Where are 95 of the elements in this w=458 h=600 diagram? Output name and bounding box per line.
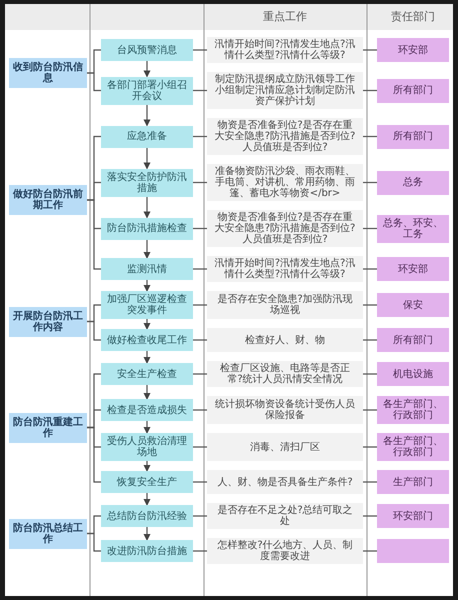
process-box: 落实安全防护防汛措施 xyxy=(101,168,193,196)
connector-line xyxy=(193,90,207,92)
phase-box: 开展防台防汛工作内容 xyxy=(9,306,87,336)
connector-line xyxy=(363,446,377,448)
connector-line xyxy=(363,228,377,230)
connector-line xyxy=(363,339,377,341)
connector-line xyxy=(193,304,207,306)
process-box: 监测汛情 xyxy=(101,258,193,280)
column-header: 责任部门 xyxy=(391,8,435,24)
arrow xyxy=(144,280,150,292)
note-box: 是否存在不足之处?总结可取之处 xyxy=(207,503,363,529)
process-box: 恢复安全生产 xyxy=(101,471,193,493)
note-box: 准备物资防汛沙袋、雨衣雨鞋、手电筒、对讲机、常用药物、雨篷、蓄电水等物资</br> xyxy=(207,164,363,201)
phase-box: 防台防汛总结工作 xyxy=(9,518,87,548)
connector-line xyxy=(363,550,377,552)
department-box: 环安部 xyxy=(377,38,449,62)
department-box: 所有部门 xyxy=(377,124,449,148)
note-box: 汛情开始时间?汛情发生地点?汛情什么类型?汛情什么等级? xyxy=(207,37,363,63)
phase-box: 防台防汛重建工作 xyxy=(9,412,87,442)
arrow xyxy=(144,461,150,472)
note-box: 怎样整改?什么地方、人员、制度需要改进 xyxy=(207,538,363,564)
department-box: 总务、环安、工务 xyxy=(377,214,449,242)
arrow xyxy=(144,104,150,126)
phase-box: 收到防台防汛信息 xyxy=(9,58,87,88)
connector-line xyxy=(193,268,207,270)
note-box: 统计损坏物资设备统计受伤人员保险报备 xyxy=(207,396,363,424)
process-box: 应急准备 xyxy=(101,126,193,148)
note-box: 物资是否准备到位?是否存在重大安全隐患?防汛措施是否到位?人员值班是否到位? xyxy=(207,118,363,155)
connector-line xyxy=(363,90,377,92)
connector-line xyxy=(363,182,377,184)
note-box: 检查好人、财、物 xyxy=(207,328,363,352)
process-box: 台风预警消息 xyxy=(101,39,193,61)
connector-line xyxy=(193,515,207,517)
department-box: 环安部 xyxy=(377,257,449,281)
connector-line xyxy=(363,409,377,411)
department-box: 各生产部门、行政部门 xyxy=(377,433,449,461)
connector-line xyxy=(363,515,377,517)
process-box: 总结防台防汛经验 xyxy=(101,505,193,527)
note-box: 检查厂区设施、电路等是否正常?统计人员汛情安全情况 xyxy=(207,361,363,387)
department-box: 所有部门 xyxy=(377,328,449,352)
arrow xyxy=(144,493,150,506)
process-box: 安全生产检查 xyxy=(101,363,193,385)
process-box: 做好检查收尾工作 xyxy=(101,329,193,351)
connector-line xyxy=(363,304,377,306)
connector-line xyxy=(193,49,207,51)
note-box: 物资是否准备到位?是否存在重大安全隐患?防汛措施是否到位?人员值班是否到位? xyxy=(207,210,363,247)
column-header: 重点工作 xyxy=(263,8,307,24)
department-box: 所有部门 xyxy=(377,78,449,102)
connector-line xyxy=(193,373,207,375)
note-box: 汛情开始时间?汛情发生地点?汛情什么类型?汛情什么等级? xyxy=(207,256,363,282)
connector-line xyxy=(193,550,207,552)
connector-line xyxy=(193,409,207,411)
department-box: 机电设施 xyxy=(377,362,449,386)
department-box: 总务 xyxy=(377,170,449,194)
note-box: 制定防汛提纲成立防汛领导工作小组制定汛情应急计划制定防汛资产保护计划 xyxy=(207,72,363,109)
process-box: 受伤人员救治清理场地 xyxy=(101,433,193,461)
process-box: 防台防汛措施检查 xyxy=(101,218,193,240)
department-box: 各生产部门、行政部门 xyxy=(377,396,449,424)
arrow xyxy=(144,240,150,259)
connector-line xyxy=(193,446,207,448)
connector-line xyxy=(87,532,101,552)
note-box: 人、财、物是否具备生产条件? xyxy=(207,470,363,494)
process-box: 各部门部署小组召开会议 xyxy=(101,76,193,104)
process-box: 加强厂区巡逻检查突发事件 xyxy=(101,291,193,319)
process-box: 检查是否造成损失 xyxy=(101,399,193,421)
arrow xyxy=(144,319,150,330)
connector-line xyxy=(87,426,101,483)
arrow xyxy=(144,527,150,541)
phase-box: 做好防台防汛前期工作 xyxy=(9,185,87,215)
connector-line xyxy=(363,373,377,375)
connector-line xyxy=(193,136,207,138)
connector-line xyxy=(363,268,377,270)
connector-line xyxy=(363,136,377,138)
connector-line xyxy=(363,49,377,51)
department-box: 环安部门 xyxy=(377,504,449,528)
connector-line xyxy=(193,339,207,341)
note-box: 消毒、清扫厂区 xyxy=(207,433,363,461)
connector-line xyxy=(363,481,377,483)
connector-line xyxy=(87,199,101,270)
connector-line xyxy=(193,182,207,184)
arrow xyxy=(144,61,150,78)
arrow xyxy=(144,351,150,364)
connector-line xyxy=(87,320,101,341)
arrow xyxy=(144,148,150,170)
arrow xyxy=(144,385,150,400)
process-box: 改进防汛防台措施 xyxy=(101,540,193,562)
department-box xyxy=(377,539,449,563)
department-box: 保安 xyxy=(377,293,449,317)
department-box: 生产部门 xyxy=(377,470,449,494)
arrow xyxy=(144,196,150,218)
connector-line xyxy=(87,72,101,92)
arrow xyxy=(144,421,150,434)
connector-line xyxy=(193,228,207,230)
connector-line xyxy=(193,481,207,483)
note-box: 是否存在安全隐患?加强防汛现场巡视 xyxy=(207,291,363,319)
